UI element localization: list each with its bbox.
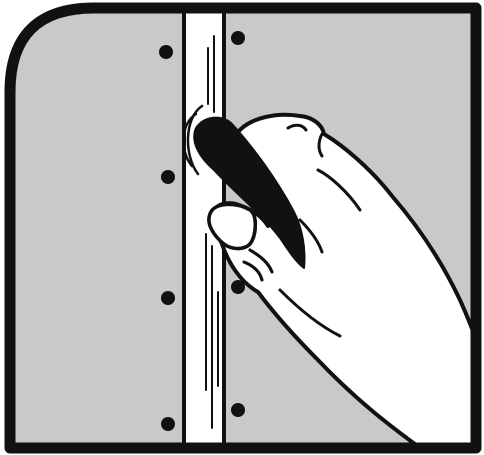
screw-hole: [161, 170, 175, 184]
screw-hole: [231, 403, 245, 417]
screw-hole: [231, 31, 245, 45]
screw-hole: [161, 291, 175, 305]
screw-hole: [159, 45, 173, 59]
screw-hole: [161, 417, 175, 431]
